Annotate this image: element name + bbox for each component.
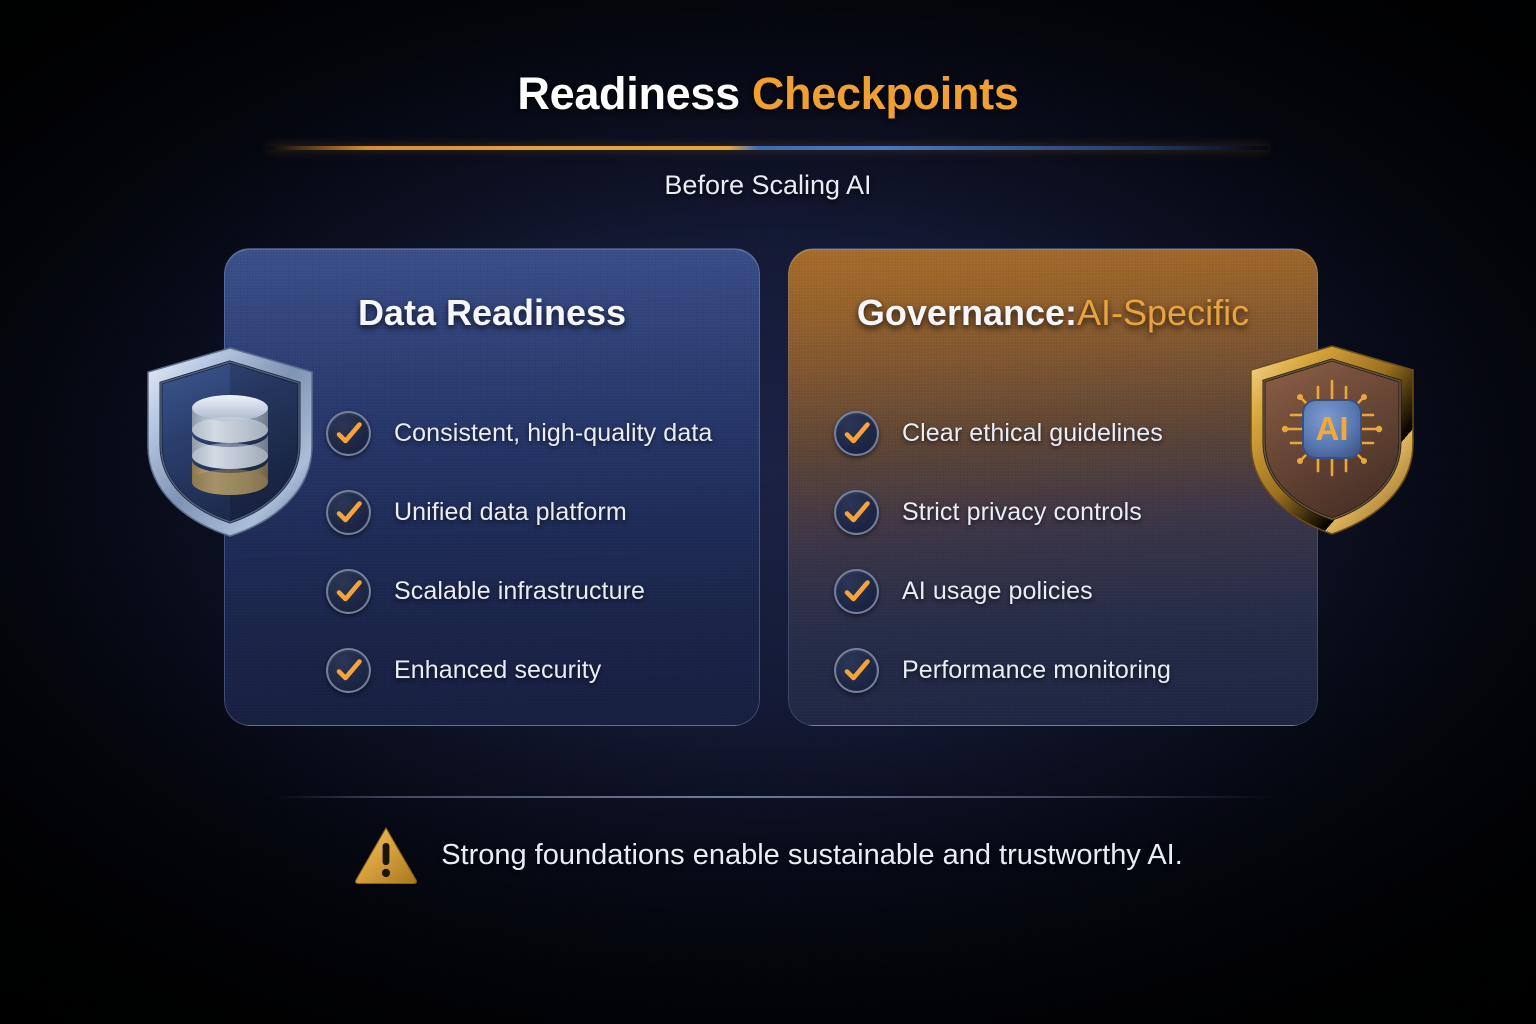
footer-note: Strong foundations enable sustainable an… (0, 824, 1536, 886)
card-texture (224, 248, 760, 726)
checklist-governance: Clear ethical guidelines Strict privacy … (788, 394, 1318, 710)
check-circle-icon (834, 648, 879, 693)
card-background (224, 248, 760, 726)
list-item[interactable]: Unified data platform (224, 473, 760, 552)
check-circle-icon (834, 490, 879, 535)
card-title-governance: Governance:AI-Specific (788, 292, 1318, 334)
check-circle-icon (326, 411, 371, 456)
card-title-data-readiness: Data Readiness (224, 292, 760, 334)
check-circle-icon (326, 490, 371, 535)
card-title-accent: AI-Specific (1077, 292, 1250, 333)
card-texture (788, 248, 1318, 726)
list-item[interactable]: Consistent, high-quality data (224, 394, 760, 473)
card-title-main: Governance (856, 292, 1066, 333)
shield-ai-chip-icon: AI (1243, 341, 1421, 539)
list-item[interactable]: AI usage policies (788, 552, 1318, 631)
page-subtitle: Before Scaling AI (664, 170, 872, 200)
check-circle-icon (834, 411, 879, 456)
shield-database-icon (140, 342, 320, 542)
list-item[interactable]: Strict privacy controls (788, 473, 1318, 552)
page-title-accent: Checkpoints (751, 68, 1019, 119)
list-item-label: Performance monitoring (902, 656, 1171, 684)
list-item-label: AI usage policies (902, 577, 1093, 605)
list-item-label: Clear ethical guidelines (902, 419, 1163, 447)
list-item[interactable]: Scalable infrastructure (224, 552, 760, 631)
title-divider (268, 146, 1268, 150)
list-item-label: Enhanced security (394, 656, 602, 684)
card-title-separator: : (1065, 292, 1078, 333)
warning-triangle-icon (353, 824, 419, 886)
check-circle-icon (326, 569, 371, 614)
check-circle-icon (326, 648, 371, 693)
card-background (788, 248, 1318, 726)
list-item[interactable]: Clear ethical guidelines (788, 394, 1318, 473)
list-item[interactable]: Enhanced security (224, 631, 760, 710)
card-governance-ai-specific[interactable]: Governance:AI-Specific Clear ethical gui… (788, 248, 1318, 726)
footer-divider (276, 796, 1276, 798)
footer-text: Strong foundations enable sustainable an… (441, 838, 1183, 871)
list-item-label: Strict privacy controls (902, 498, 1142, 526)
checklist-data-readiness: Consistent, high-quality data Unified da… (224, 394, 760, 710)
svg-text:AI: AI (1316, 410, 1349, 447)
list-item-label: Scalable infrastructure (394, 577, 646, 605)
list-item[interactable]: Performance monitoring (788, 631, 1318, 710)
list-item-label: Unified data platform (394, 498, 627, 526)
card-data-readiness[interactable]: Data Readiness Consistent, high-quality … (224, 248, 760, 726)
page-title-primary: Readiness (517, 68, 740, 119)
check-circle-icon (834, 569, 879, 614)
card-title-main: Data Readiness (357, 292, 627, 333)
list-item-label: Consistent, high-quality data (394, 419, 713, 447)
